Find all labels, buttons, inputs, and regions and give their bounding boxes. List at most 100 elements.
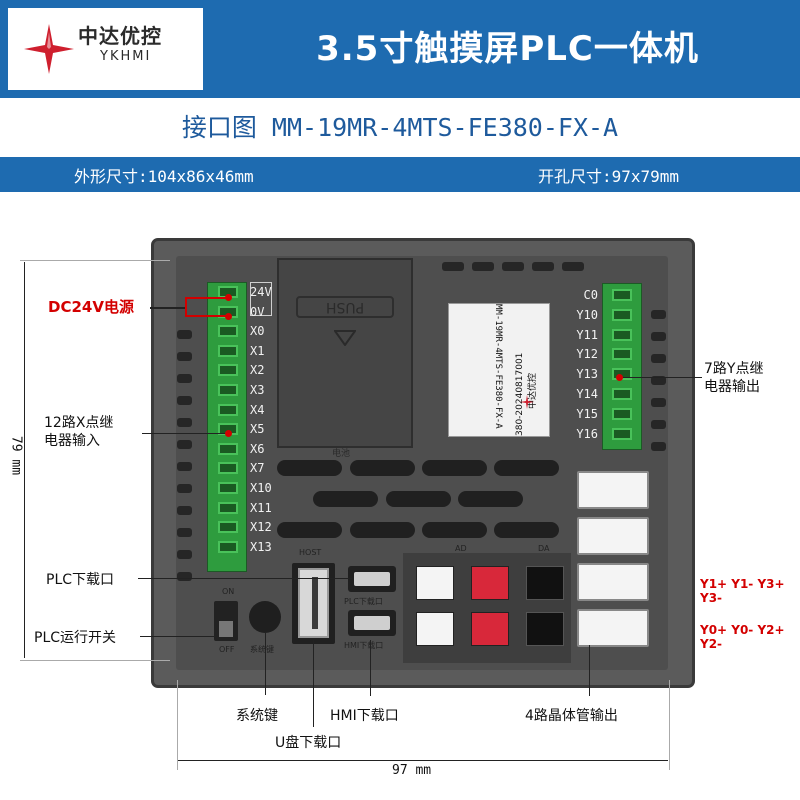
- analog-connector[interactable]: [526, 612, 564, 646]
- terminal-screw[interactable]: [612, 407, 632, 420]
- marker-dot: [225, 313, 232, 320]
- vent-slot: [562, 262, 584, 271]
- vent-slot: [177, 484, 192, 493]
- terminal-screw[interactable]: [218, 442, 238, 455]
- x-terminal-label: X12: [250, 520, 272, 535]
- vent-slot: [442, 262, 464, 271]
- vent-slot: [177, 396, 192, 405]
- vent-slot: [502, 262, 524, 271]
- transistor-output-connector[interactable]: [577, 517, 649, 555]
- x-terminal-label: X1: [250, 343, 265, 358]
- system-key-annotation: 系统键: [236, 708, 278, 724]
- terminal-screw[interactable]: [218, 501, 238, 514]
- x-terminal-label: X2: [250, 363, 265, 378]
- hmi-download-annotation: HMI下载口: [330, 708, 399, 724]
- x-terminal-label: X11: [250, 500, 272, 515]
- vent-slot: [177, 528, 192, 537]
- vent-slot: [472, 262, 494, 271]
- analog-connector[interactable]: [416, 612, 454, 646]
- transistor-output-connector[interactable]: [577, 471, 649, 509]
- battery-cover[interactable]: [277, 258, 413, 448]
- usb-host-tongue: [312, 577, 318, 629]
- plc-port-label: PLC下载口: [344, 597, 383, 606]
- vent-slot: [422, 460, 487, 476]
- width-dimension-line: [178, 760, 668, 761]
- y-terminal-label: Y16: [576, 426, 598, 441]
- dc24v-bracket: [185, 297, 229, 317]
- y-terminal-label: Y13: [576, 367, 598, 382]
- vent-slot: [177, 506, 192, 515]
- x-terminal-label: X0: [250, 324, 265, 339]
- vent-slot: [494, 460, 559, 476]
- vent-slot: [177, 440, 192, 449]
- analog-connector[interactable]: [526, 566, 564, 600]
- vent-slot: [386, 491, 451, 507]
- vent-slot: [532, 262, 554, 271]
- leader-line: [140, 636, 216, 637]
- terminal-screw[interactable]: [218, 344, 238, 357]
- vent-slot: [313, 491, 378, 507]
- hmi-download-port[interactable]: [354, 616, 390, 630]
- vent-slot: [651, 376, 666, 385]
- vent-slot: [350, 522, 415, 538]
- terminal-screw[interactable]: [612, 427, 632, 440]
- hmi-port-label: HMI下载口: [344, 641, 384, 650]
- x-terminal-label: X7: [250, 461, 265, 476]
- terminal-screw[interactable]: [612, 289, 632, 301]
- x-inputs-label-line1: 12路X点继: [44, 415, 114, 431]
- battery-label: 电池: [332, 449, 351, 459]
- height-dimension-line: [24, 262, 25, 658]
- vent-slot: [422, 522, 487, 538]
- x-terminal-label: 24V: [250, 285, 272, 299]
- analog-connector[interactable]: [471, 612, 509, 646]
- plc-switch-annotation: PLC运行开关: [34, 630, 117, 646]
- da-label: DA: [538, 544, 550, 553]
- page-title: 3.5寸触摸屏PLC一体机: [316, 29, 699, 69]
- sticker-serial: 380-20240817001: [515, 352, 525, 436]
- vent-slot: [177, 462, 192, 471]
- dimension-extension: [177, 680, 178, 770]
- udisk-download-annotation: U盘下载口: [275, 735, 342, 751]
- usb-host-label: HOST: [299, 548, 322, 557]
- y-outputs-label-line2: 电器输出: [704, 379, 760, 395]
- terminal-screw[interactable]: [218, 384, 238, 396]
- terminal-screw[interactable]: [218, 325, 238, 338]
- terminal-screw[interactable]: [612, 308, 632, 321]
- plc-download-port[interactable]: [354, 572, 390, 586]
- vent-slot: [177, 352, 192, 361]
- dimension-extension: [669, 680, 670, 770]
- transistor-output-connector[interactable]: [577, 609, 649, 647]
- analog-connector[interactable]: [416, 566, 454, 600]
- vent-slot: [177, 418, 192, 427]
- vent-slot: [651, 442, 666, 451]
- marker-dot: [225, 294, 232, 301]
- analog-connector[interactable]: [471, 566, 509, 600]
- leader-line: [138, 578, 352, 579]
- vent-slot: [494, 522, 559, 538]
- logo: [8, 8, 203, 90]
- terminal-screw[interactable]: [218, 521, 238, 534]
- y-outputs-label-line1: 7路Y点继: [704, 361, 764, 377]
- vent-slot: [651, 398, 666, 407]
- leader-line: [265, 633, 266, 695]
- plc-download-annotation: PLC下载口: [46, 572, 115, 588]
- leader-line: [589, 645, 590, 696]
- vent-slot: [651, 332, 666, 341]
- terminal-screw[interactable]: [218, 482, 238, 494]
- terminal-screw[interactable]: [218, 540, 238, 553]
- transistor-output-connector[interactable]: [577, 563, 649, 601]
- terminal-screw[interactable]: [612, 388, 632, 400]
- terminal-screw[interactable]: [218, 403, 238, 416]
- switch-off-label: OFF: [219, 645, 235, 654]
- x-terminal-label: X10: [250, 481, 272, 495]
- terminal-screw[interactable]: [218, 462, 238, 475]
- terminal-screw[interactable]: [612, 328, 632, 341]
- marker-dot: [616, 374, 623, 381]
- x-terminal-label: X6: [250, 441, 265, 456]
- system-key-button[interactable]: [249, 601, 281, 633]
- push-label: PUSH: [296, 296, 394, 318]
- y-terminal-label: Y11: [576, 327, 598, 342]
- terminal-screw[interactable]: [612, 348, 632, 361]
- terminal-screw[interactable]: [218, 364, 238, 377]
- marker-dot: [225, 430, 232, 437]
